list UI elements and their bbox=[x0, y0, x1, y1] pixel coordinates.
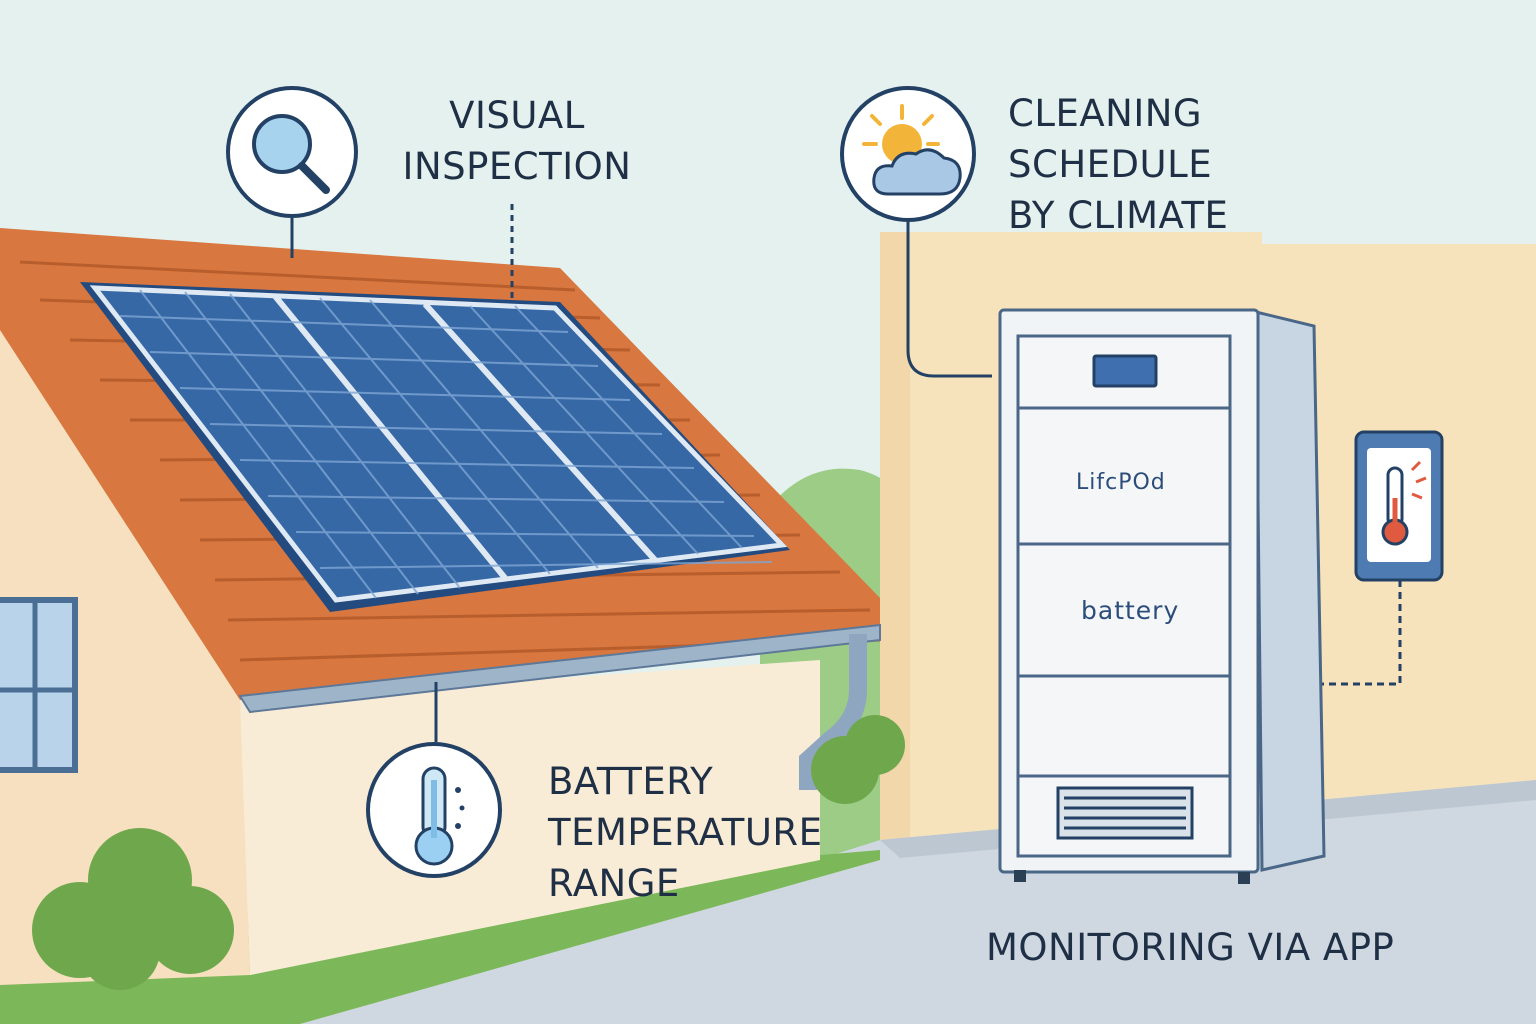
cleaning-schedule-label: CLEANING SCHEDULE BY CLIMATE bbox=[1008, 88, 1228, 241]
sun-cloud-icon bbox=[840, 86, 976, 222]
cabinet-model-label: LifcPOd bbox=[1076, 470, 1166, 495]
cleaning-connector bbox=[906, 218, 992, 378]
cleaning-schedule-line-1: CLEANING bbox=[1008, 92, 1203, 135]
house-wall-side bbox=[240, 660, 820, 975]
cabinet-vent bbox=[1056, 786, 1194, 840]
solar-array bbox=[80, 282, 790, 612]
gutter bbox=[238, 623, 881, 714]
cleaning-schedule-line-3: BY CLIMATE bbox=[1008, 194, 1229, 237]
battery-temperature-line-2: TEMPERATURE bbox=[548, 811, 823, 854]
battery-temperature-label: BATTERY TEMPERATURE RANGE bbox=[548, 756, 823, 909]
visual-inspection-line-2: INSPECTION bbox=[402, 145, 632, 188]
battery-temperature-line-3: RANGE bbox=[548, 862, 680, 905]
house-wall-front bbox=[0, 330, 250, 985]
grass bbox=[0, 850, 880, 1024]
monitoring-label: MONITORING VIA APP bbox=[986, 926, 1395, 969]
cabinet-display bbox=[1092, 354, 1158, 388]
cleaning-schedule-line-2: SCHEDULE bbox=[1008, 143, 1213, 186]
magnifier-icon bbox=[226, 86, 358, 218]
bush-right bbox=[811, 715, 905, 804]
bush-left bbox=[32, 828, 234, 990]
phone-thermometer-icon bbox=[1354, 430, 1444, 582]
battery-temperature-line-1: BATTERY bbox=[548, 760, 714, 803]
cabinet-type-label: battery bbox=[1081, 596, 1180, 625]
visual-inspection-label: VISUAL INSPECTION bbox=[386, 90, 648, 192]
visual-inspection-line-1: VISUAL bbox=[449, 94, 585, 137]
thermometer-icon bbox=[366, 742, 502, 878]
battery-cabinet bbox=[998, 308, 1326, 884]
